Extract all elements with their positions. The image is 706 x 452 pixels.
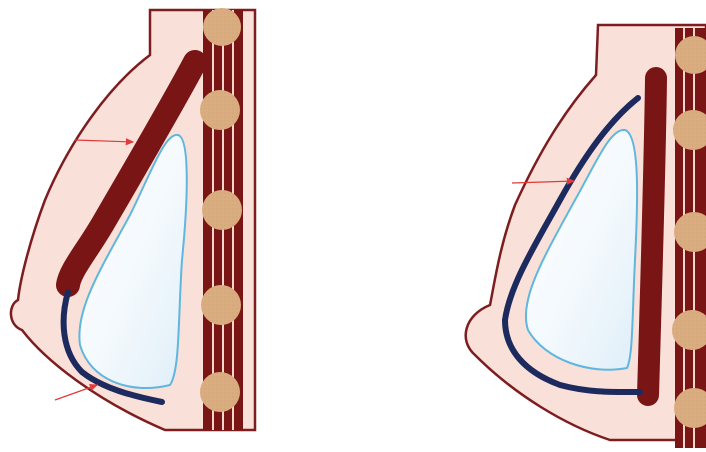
left-panel [11, 8, 255, 430]
right-pectoral-muscle [648, 78, 656, 395]
left-arrow-mesh [55, 385, 97, 400]
right-panel [466, 25, 706, 448]
